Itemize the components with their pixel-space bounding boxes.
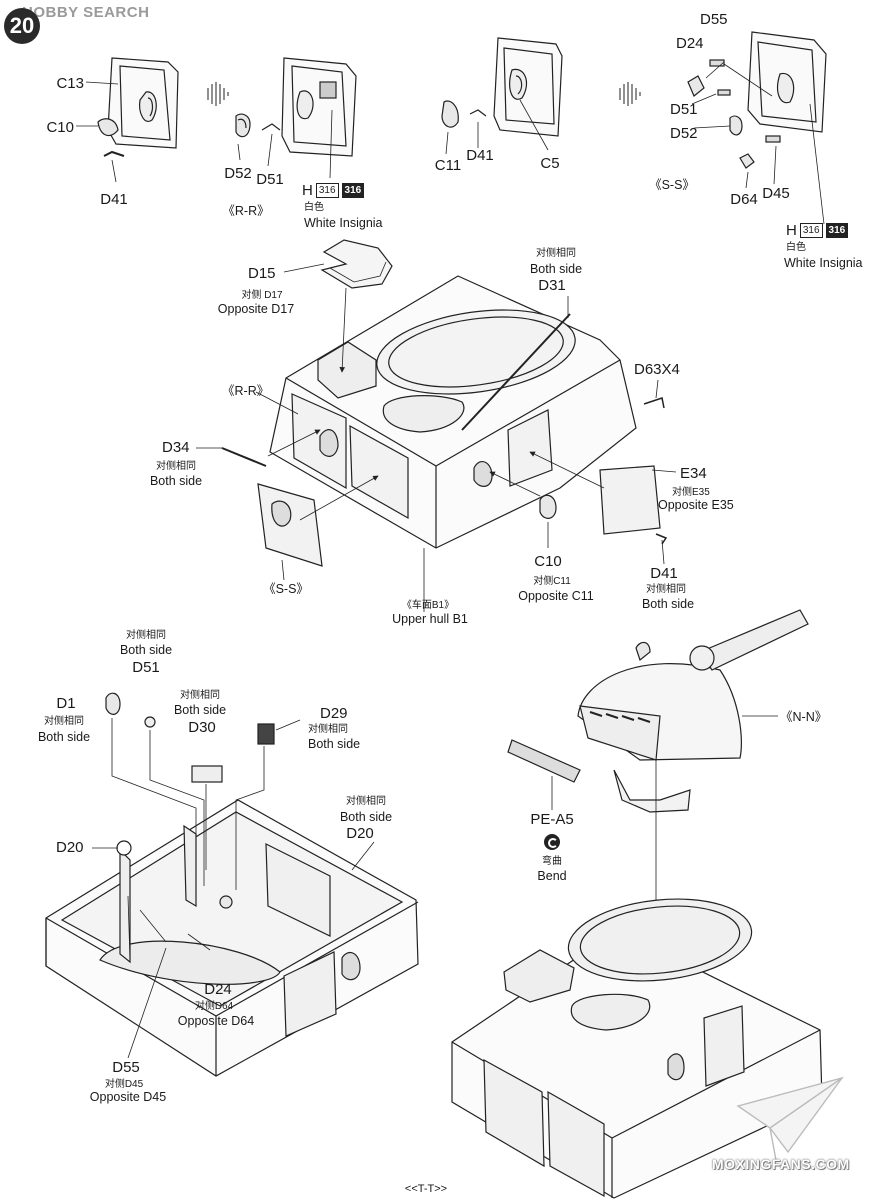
paint-cn-r: 白色 — [304, 202, 324, 213]
hatch-r-exploded — [76, 57, 179, 183]
d45-cn: 对侧D45 — [104, 1079, 144, 1090]
label-e34: E34 — [680, 465, 707, 482]
b1-en: Upper hull B1 — [392, 612, 468, 626]
label-d45: D45 — [762, 185, 790, 202]
label-d63x4: D63X4 — [634, 361, 680, 378]
b1-cn: 《车面B1》 — [401, 600, 455, 611]
view-r-r-hull: 《R-R》 — [222, 384, 270, 398]
d41-cn: 对侧相同 — [646, 584, 686, 595]
view-s-s: 《S-S》 — [649, 178, 695, 192]
c11-cn: 对侧C11 — [533, 576, 571, 587]
paint-letter: H — [786, 222, 797, 239]
label-c11: C11 — [434, 157, 462, 174]
d31-en: Both side — [529, 262, 583, 276]
label-d51-s: D51 — [670, 101, 698, 118]
watermark-top: HOBBY SEARCH — [22, 4, 150, 21]
d17-en: Opposite D17 — [217, 302, 295, 316]
view-n-n: 《N-N》 — [780, 710, 828, 724]
label-d20-b: D20 — [56, 839, 84, 856]
step-number-badge: 20 — [4, 8, 40, 44]
label-d41-hull: D41 — [650, 565, 678, 582]
label-d55: D55 — [700, 11, 728, 28]
label-d30: D30 — [188, 719, 216, 736]
label-d29: D29 — [320, 705, 348, 722]
transition-arrow-2 — [619, 82, 641, 106]
footer-section: <<T-T>> — [404, 1183, 448, 1195]
d30-en: Both side — [173, 703, 227, 717]
d20-cn: 对侧相同 — [346, 796, 386, 807]
label-d15: D15 — [248, 265, 276, 282]
hull-interior — [45, 799, 419, 1077]
d1-en: Both side — [37, 730, 91, 744]
label-d31: D31 — [538, 277, 566, 294]
label-d1: D1 — [56, 695, 76, 712]
c11-en: Opposite C11 — [518, 589, 594, 603]
label-c13: C13 — [56, 75, 84, 92]
d64-en: Opposite D64 — [177, 1014, 255, 1028]
paint-code-a: 316 — [315, 183, 339, 198]
hatch-r-assembled — [235, 57, 357, 179]
label-d20-a: D20 — [346, 825, 374, 842]
paint-cn-s: 白色 — [786, 242, 806, 253]
d34-en: Both side — [149, 474, 203, 488]
turret — [507, 609, 809, 961]
d34-cn: 对侧相同 — [156, 461, 196, 472]
watermark-bottom: MOXINGFANS.COM — [712, 1156, 850, 1172]
paint-letter: H — [302, 182, 313, 199]
label-d41-s: D41 — [466, 147, 494, 164]
paint-code-b: 316 — [341, 183, 365, 198]
bend-icon — [544, 834, 560, 850]
d20-en: Both side — [339, 810, 393, 824]
label-d52-s: D52 — [670, 125, 698, 142]
label-d24: D24 — [676, 35, 704, 52]
paint-en-r: White Insignia — [304, 216, 383, 230]
label-d55-int: D55 — [112, 1059, 140, 1076]
upper-hull-leaders — [196, 263, 677, 581]
paint-en-s: White Insignia — [784, 256, 863, 270]
d41-en: Both side — [641, 597, 695, 611]
hull-assembled — [451, 898, 823, 1199]
paint-code-a: 316 — [799, 223, 823, 238]
d17-cn: 对侧 D17 — [241, 290, 283, 301]
d29-cn: 对侧相同 — [308, 724, 348, 735]
upper-hull-b1 — [269, 239, 637, 612]
hatch-s-exploded — [441, 37, 563, 155]
d1-cn: 对侧相同 — [44, 716, 84, 727]
view-s-s-hull: 《S-S》 — [263, 582, 309, 596]
e35-cn: 对侧E35 — [672, 487, 710, 498]
d30-cn: 对侧相同 — [180, 690, 220, 701]
paint-code-b: 316 — [825, 223, 849, 238]
d64-cn: 对侧D64 — [194, 1001, 234, 1012]
label-d51-int: D51 — [132, 659, 160, 676]
label-d52: D52 — [224, 165, 252, 182]
label-c5: C5 — [540, 155, 560, 172]
bend-en: Bend — [537, 869, 567, 883]
watermark-plane — [736, 1076, 844, 1161]
hatch-s-assembled — [687, 31, 827, 225]
transition-arrow-1 — [207, 82, 229, 106]
label-d34: D34 — [162, 439, 190, 456]
label-d51: D51 — [256, 171, 284, 188]
d51-cn: 对侧相同 — [126, 630, 166, 641]
interior-leaders — [92, 718, 375, 1059]
d51-en: Both side — [119, 643, 173, 657]
upper-hull-parts — [221, 397, 668, 567]
d29-en: Both side — [308, 737, 361, 751]
label-d24-int: D24 — [204, 981, 232, 998]
label-d64: D64 — [730, 191, 758, 208]
bend-cn: 弯曲 — [542, 856, 562, 867]
label-pe-a5: PE-A5 — [530, 811, 574, 828]
d45-en: Opposite D45 — [89, 1090, 167, 1104]
label-c10-hull: C10 — [534, 553, 562, 570]
label-c10: C10 — [46, 119, 74, 136]
interior-parts — [105, 692, 275, 783]
d31-cn: 对侧相同 — [536, 248, 576, 259]
view-r-r: 《R-R》 — [222, 204, 270, 218]
e35-en: Opposite E35 — [658, 498, 734, 512]
label-d41: D41 — [100, 191, 128, 208]
